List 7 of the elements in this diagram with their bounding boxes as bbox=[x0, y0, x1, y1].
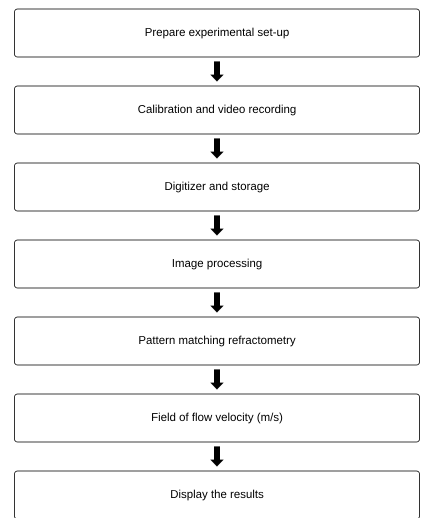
process-box: Digitizer and storage bbox=[14, 162, 420, 212]
process-box: Image processing bbox=[14, 240, 420, 288]
process-box: Field of flow velocity (m/s) bbox=[14, 394, 420, 442]
process-box: Prepare experimental set-up bbox=[14, 8, 420, 58]
process-box: Display the results bbox=[14, 470, 420, 518]
process-box: Calibration and video recording bbox=[14, 86, 420, 134]
process-box: Pattern matching refractometry bbox=[14, 316, 420, 366]
